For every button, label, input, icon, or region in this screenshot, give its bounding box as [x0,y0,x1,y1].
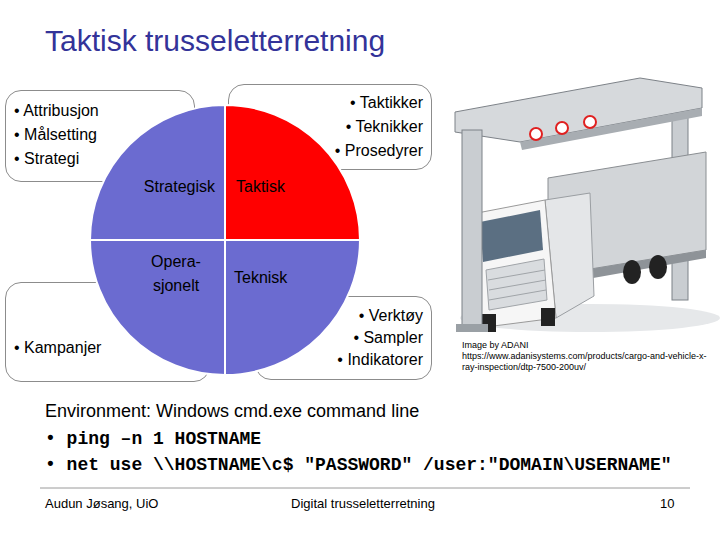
quadrant-shape [90,105,225,240]
bullet-item: • Strategi [14,147,79,171]
cab-front [472,200,556,328]
bullet-item: • Målsetting [14,123,97,147]
warning-light [530,128,542,140]
quadrant-segment: Strategisk [90,105,225,240]
quadrant-fill [225,105,360,240]
wheel [649,255,667,279]
command-line: • net use \\HOSTNAME\c$ "PASSWORD" /user… [45,454,672,477]
text-label: 10 [660,496,674,512]
text-label: Audun Jøsang, UiO [45,496,158,512]
bullet-item: • Verktøy [359,305,423,327]
bullet-item: • Sampler [353,327,423,349]
warning-light [556,122,568,134]
quadrant-label: Teknisk [234,268,287,288]
grille [486,259,547,310]
quadrant-fill [90,105,225,240]
command-line: • ping –n 1 HOSTNAME [45,428,261,451]
bullet-item: • Indikatorer [337,349,423,371]
footer-rule [40,488,690,489]
quadrant-label-holder: Opera- sjonelt [145,250,207,298]
gantry-beam-underside [520,108,702,150]
grille-line [489,280,546,290]
quadrant-segment: Taktisk [225,105,360,240]
quadrant-shape [225,105,360,240]
quadrant-label: Opera- sjonelt [145,250,207,298]
image-credit: Image by ADANI https://www.adanisystems.… [462,340,712,373]
quadrant-segment: Opera- sjonelt [90,240,225,375]
quadrant-label: Taktisk [236,177,285,197]
quadrant-label-holder: Strategisk [144,177,215,197]
wheel [541,308,555,326]
slide-title: Taktisk trusseletterretning [45,24,385,58]
wheel [623,260,641,284]
bullet-item: • Prosedyrer [335,139,423,163]
gantry-base [456,324,488,332]
quadrant-label-holder: Taktisk [236,177,285,197]
grille-line [488,270,545,280]
gantry-pillar [462,130,482,326]
warning-light [584,116,596,128]
windshield [480,210,543,262]
quadrant-label-holder: Teknisk [234,268,287,288]
text-label: Digital trusseletterretning [263,496,463,512]
quadrant-segment: Teknisk [225,240,360,375]
grille-line [489,290,546,300]
bullet-item: • Attribusjon [14,99,99,123]
bullet-item: • Kampanjer [14,336,101,360]
bullet-item: • Teknikker [346,115,423,139]
text-label: Environment: Windows cmd.exe command lin… [45,400,419,423]
quadrant-label: Strategisk [144,177,215,197]
quadrant-shape [225,240,360,375]
bullet-item: • Taktikker [350,91,423,115]
